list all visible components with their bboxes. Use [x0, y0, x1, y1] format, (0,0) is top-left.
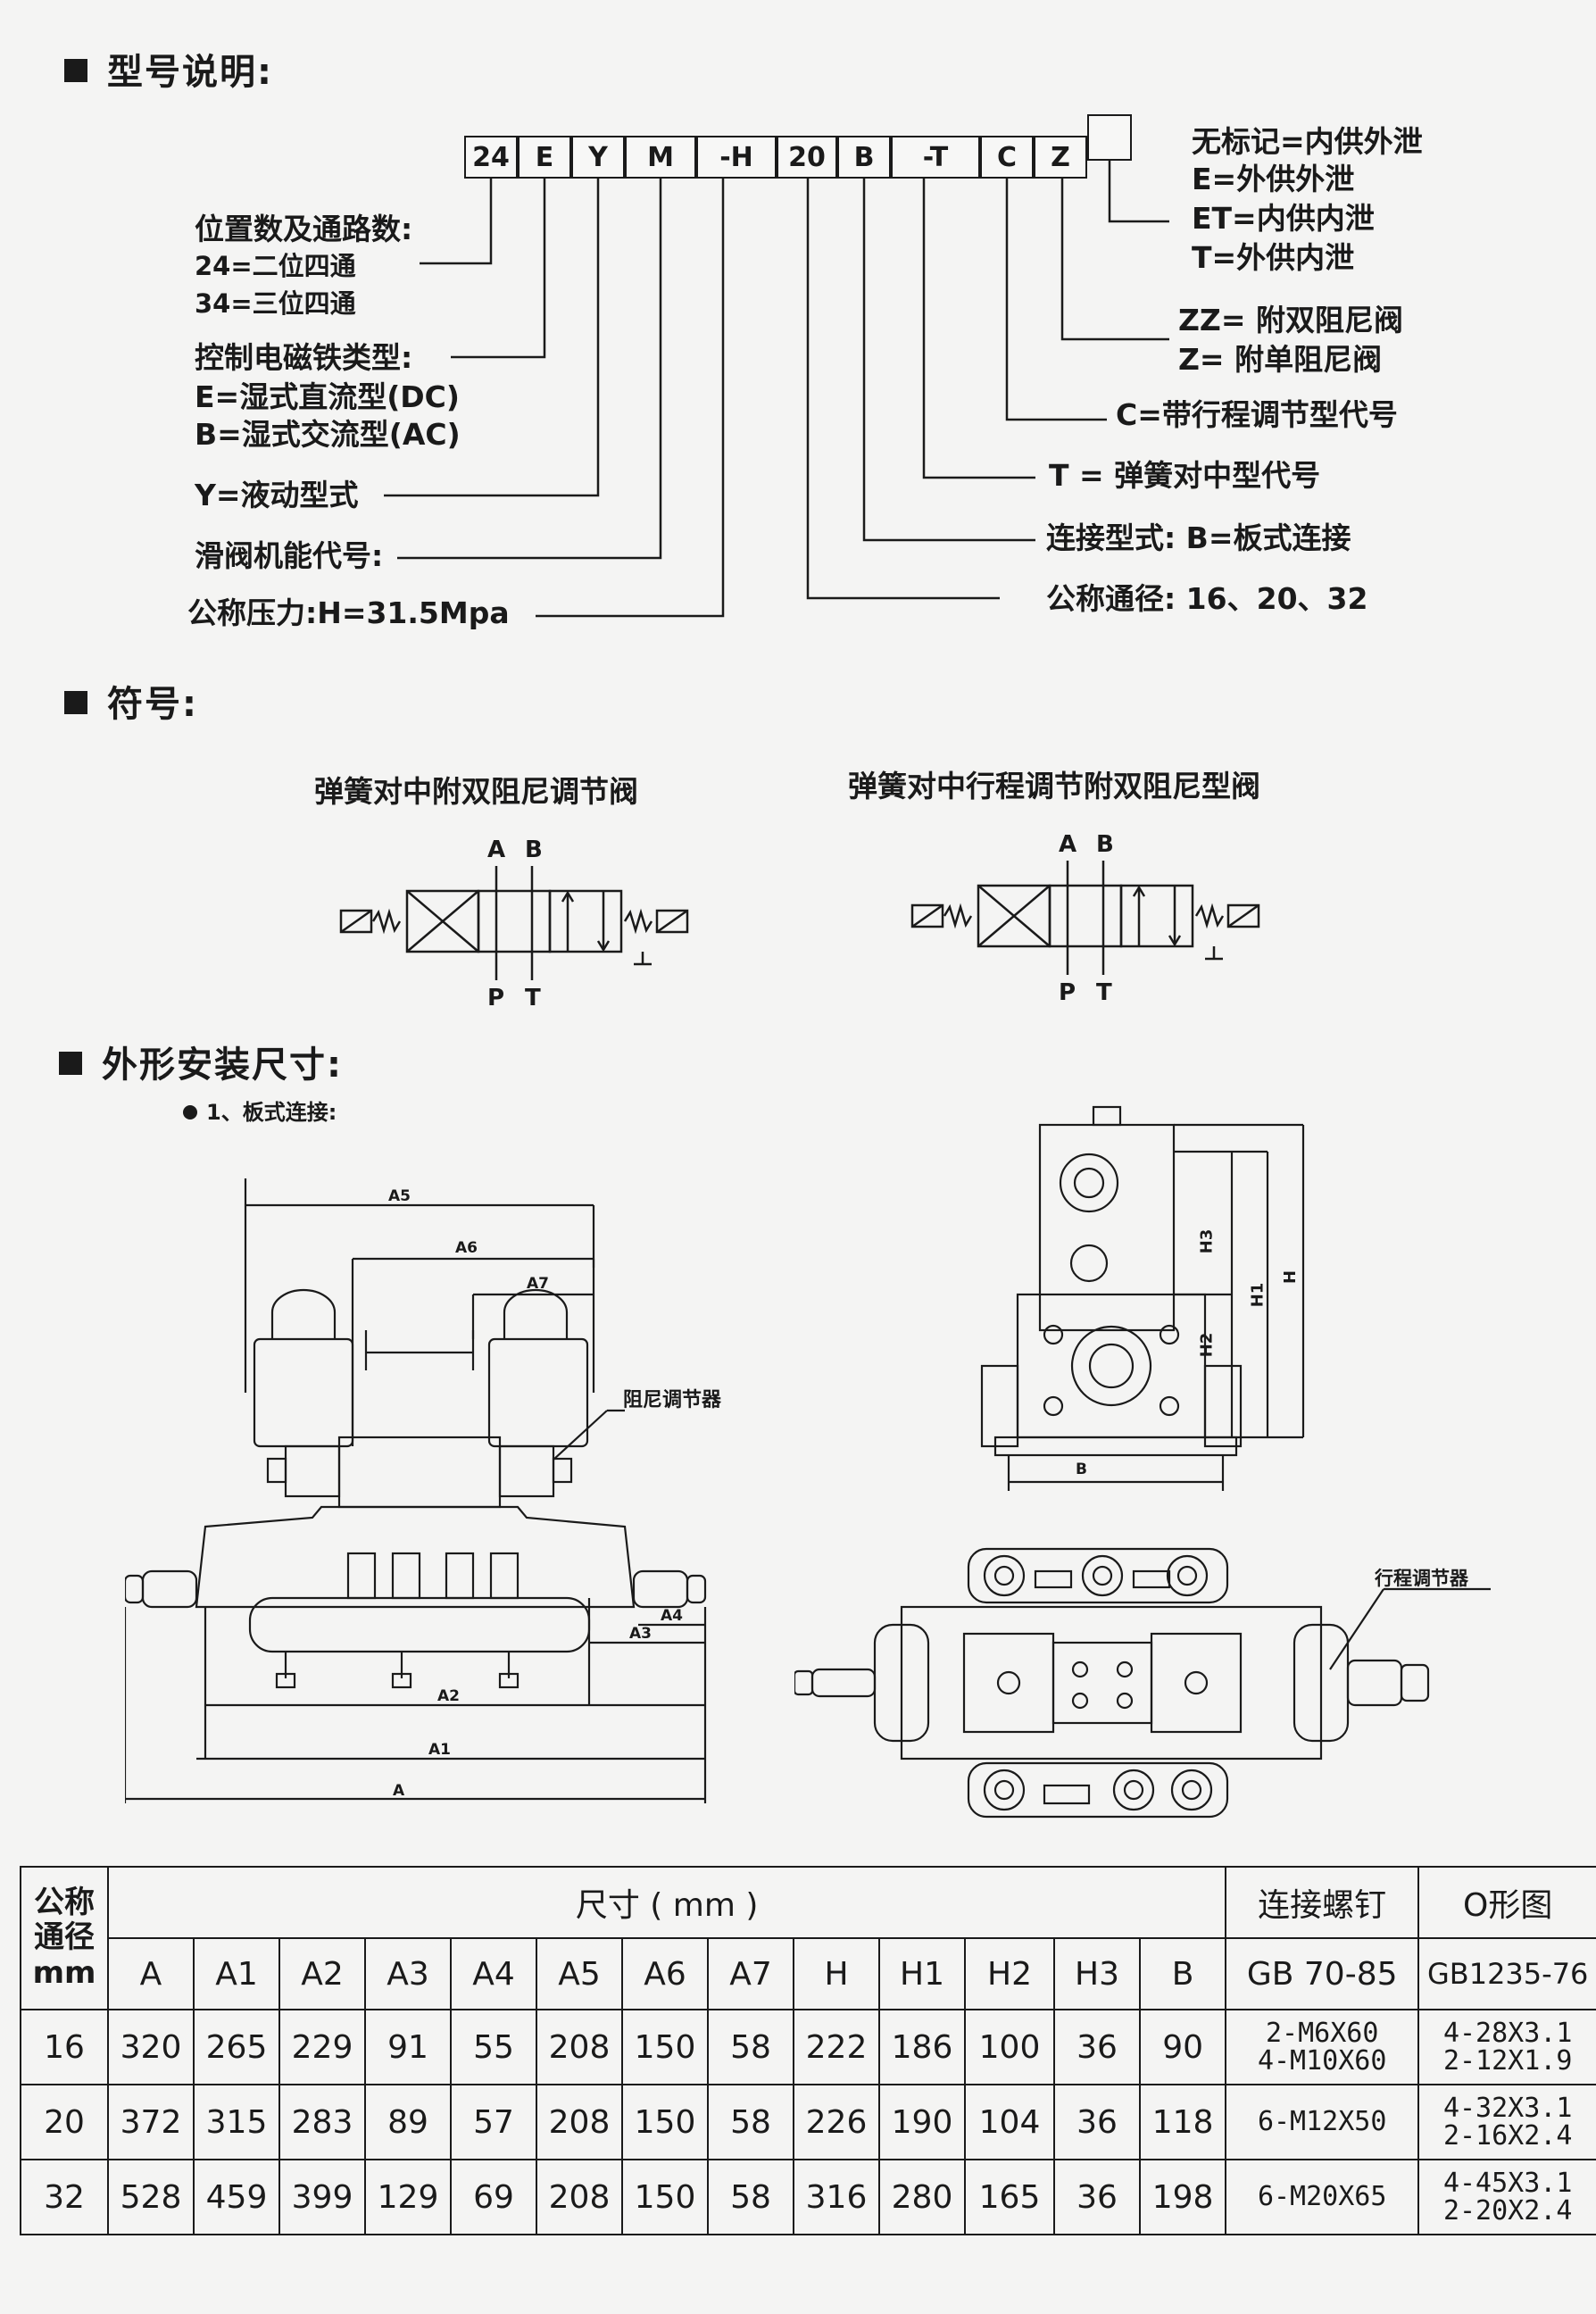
front-view-drawing [125, 1178, 707, 1803]
subheader-b: B [1138, 1937, 1227, 2010]
label-damper-z: Z= 附单阻尼阀 [1178, 342, 1383, 377]
stroke-adjuster-label: 行程调节器 [1375, 1568, 1468, 1589]
label-drain-e: E=外供外泄 [1192, 162, 1355, 196]
symbol1-title: 弹簧对中附双阻尼调节阀 [314, 774, 638, 809]
code-part-y: Y [571, 136, 625, 179]
subheader-a4: A4 [450, 1937, 537, 2010]
subheader-h1: H1 [878, 1937, 966, 2010]
subheader-a: A [107, 1937, 195, 2010]
dim-h: H [1281, 1269, 1301, 1285]
model-code-leaders [384, 161, 1169, 618]
subheader-h2: H2 [964, 1937, 1055, 2010]
svg-text:B: B [525, 837, 543, 863]
damper-adjuster-label: 阻尼调节器 [623, 1389, 722, 1411]
subheader-a1: A1 [193, 1937, 280, 2010]
svg-text:P: P [487, 985, 504, 1009]
subheader-a6: A6 [621, 1937, 709, 2010]
bullet-dot-icon [183, 1105, 197, 1120]
dim-h1: H1 [1248, 1282, 1268, 1308]
label-diameter: 公称通径: 16、20、32 [1046, 581, 1368, 616]
dim-a: A [393, 1782, 405, 1800]
label-24: 24=二位四通 [195, 251, 356, 281]
code-part-blank [1087, 114, 1132, 161]
dim-a2: A2 [437, 1687, 460, 1705]
header-bolts: 连接螺钉 [1225, 1866, 1420, 1939]
top-view-drawing [794, 1547, 1491, 1819]
label-connection: 连接型式: B=板式连接 [1046, 520, 1351, 555]
header-oring: O形图 [1417, 1866, 1596, 1939]
model-section-title: 型号说明: [64, 43, 273, 95]
code-part-e: E [518, 136, 571, 179]
subheader-a7: A7 [707, 1937, 794, 2010]
valve-symbol-2: A B P T [910, 831, 1260, 1003]
label-spring-code: T = 弹簧对中型代号 [1049, 458, 1321, 493]
bullet-square-icon [59, 1052, 82, 1075]
dim-a6: A6 [455, 1239, 478, 1257]
svg-text:T: T [525, 985, 541, 1009]
svg-text:A: A [1059, 831, 1076, 858]
label-solenoid-ac: B=湿式交流型(AC) [195, 417, 461, 452]
label-34: 34=三位四通 [195, 288, 356, 319]
dim-a5: A5 [388, 1187, 411, 1205]
label-drain-t: T=外供内泄 [1192, 240, 1355, 275]
code-part-20: 20 [777, 136, 837, 179]
label-pressure: 公称压力:H=31.5Mpa [187, 595, 510, 630]
dim-a4: A4 [661, 1607, 683, 1625]
side-view-drawing [980, 1105, 1305, 1491]
header-dimensions: 尺寸 ( mm ) [106, 1866, 1227, 1939]
valve-symbol-1: A B P T [339, 837, 689, 1009]
table-row: 16 320 265 229 91 55 208 150 58 222 186 … [20, 2009, 1596, 2085]
table-row: 20 372 315 283 89 57 208 150 58 226 190 … [20, 2084, 1596, 2160]
svg-text:A: A [487, 837, 505, 863]
subheader-h: H [793, 1937, 880, 2010]
code-part-h: -H [696, 136, 777, 179]
label-spool: 滑阀机能代号: [195, 538, 384, 573]
svg-text:T: T [1096, 979, 1112, 1003]
dim-h3: H3 [1197, 1228, 1217, 1254]
svg-text:P: P [1059, 979, 1076, 1003]
subheader-a3: A3 [364, 1937, 452, 2010]
subheader-a2: A2 [278, 1937, 366, 2010]
bullet-square-icon [64, 59, 87, 82]
svg-text:B: B [1096, 831, 1114, 858]
symbol-section-title: 符号: [64, 675, 198, 727]
code-part-m: M [625, 136, 696, 179]
subheader-h3: H3 [1053, 1937, 1141, 2010]
code-part-t: -T [891, 136, 980, 179]
dim-b: B [1076, 1461, 1087, 1478]
spec-table: 公称 通径 mm 尺寸 ( mm ) 连接螺钉 O形图 A A1 A2 A3 A… [20, 1866, 1596, 2235]
label-damper-zz: ZZ= 附双阻尼阀 [1178, 303, 1403, 337]
label-drain-et: ET=内供内泄 [1192, 201, 1375, 236]
code-part-24: 24 [464, 136, 518, 179]
table-row: 32 528 459 399 129 69 208 150 58 316 280… [20, 2159, 1596, 2235]
label-stroke-code: C=带行程调节型代号 [1116, 397, 1398, 432]
code-part-b: B [837, 136, 891, 179]
code-part-z: Z [1034, 136, 1087, 179]
label-hydraulic: Y=液动型式 [195, 478, 359, 512]
bullet-square-icon [64, 691, 87, 714]
header-nominal-diameter: 公称 通径 mm [20, 1866, 109, 2010]
label-solenoid-type: 控制电磁铁类型: [195, 340, 413, 375]
install-section-title: 外形安装尺寸: [59, 1036, 343, 1087]
symbol2-title: 弹簧对中行程调节附双阻尼型阀 [848, 769, 1260, 803]
subheader-oring-std: GB1235-76 [1417, 1937, 1596, 2010]
dim-h2: H2 [1197, 1332, 1217, 1358]
subheader-bolt-std: GB 70-85 [1225, 1937, 1420, 2010]
code-part-c: C [980, 136, 1034, 179]
subheader-a5: A5 [536, 1937, 623, 2010]
dim-a1: A1 [428, 1741, 451, 1759]
label-drain-none: 无标记=内供外泄 [1192, 124, 1423, 159]
dim-a7: A7 [527, 1275, 549, 1293]
label-positions: 位置数及通路数: [195, 212, 413, 246]
label-solenoid-dc: E=湿式直流型(DC) [195, 379, 460, 414]
install-subtitle: 1、板式连接: [183, 1095, 337, 1126]
dim-a3: A3 [629, 1625, 652, 1643]
